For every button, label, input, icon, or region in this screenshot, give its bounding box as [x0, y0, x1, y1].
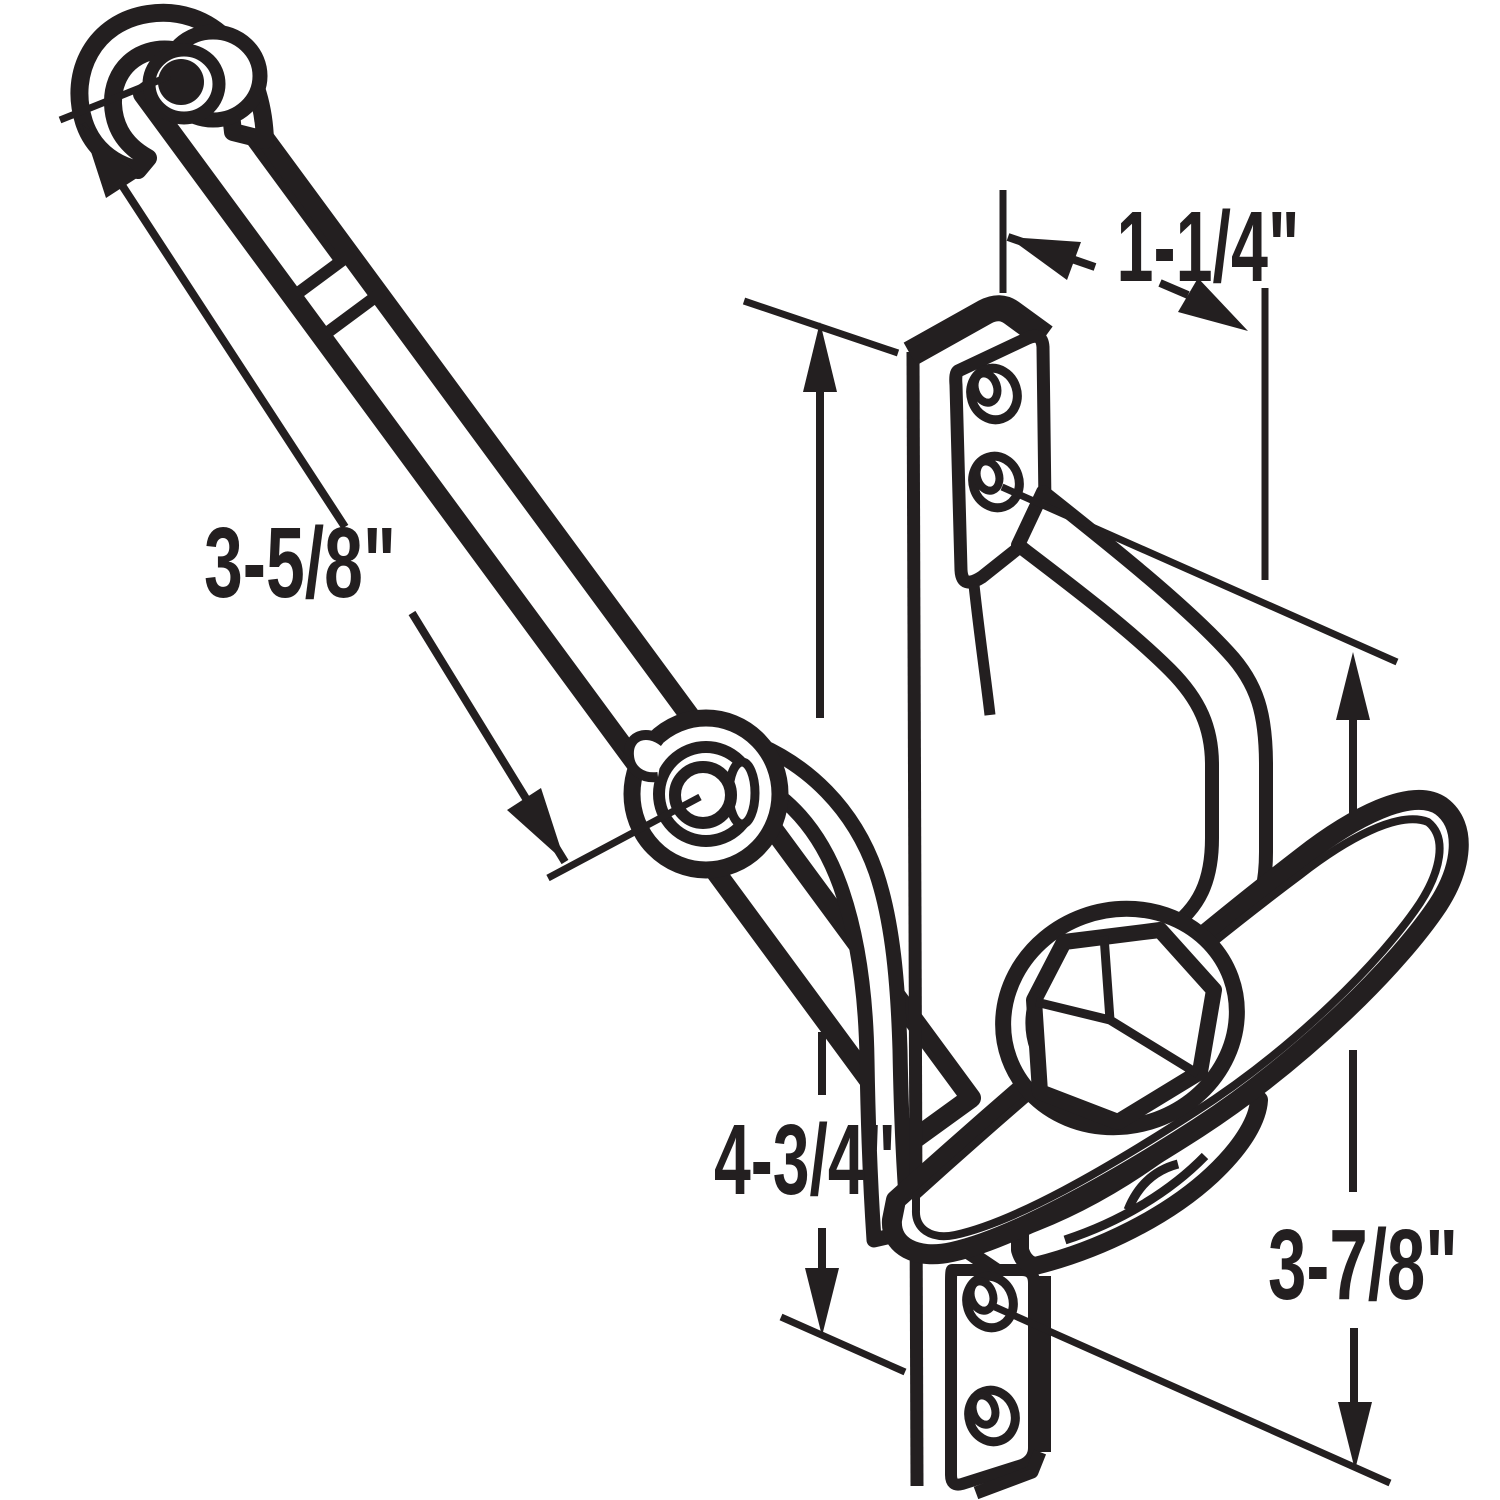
dimension-label-bracket-depth: 1-1/4" [1117, 191, 1300, 303]
arrowhead [507, 788, 565, 862]
arrowhead [1178, 278, 1248, 331]
extension-line [58, 72, 172, 124]
arrowhead [1336, 652, 1370, 720]
dimension-bracket-depth [999, 190, 1269, 580]
dimension-hole-spacing [993, 483, 1399, 1487]
pivot-rivet [623, 709, 789, 879]
retainer-clip [623, 730, 668, 783]
arrowhead [803, 322, 837, 392]
screw-hole-bottom-2 [964, 1385, 1020, 1447]
rivet-head [669, 761, 737, 829]
screw-hole-bottom-1 [962, 1271, 1018, 1333]
extension-line [546, 793, 702, 882]
dimension-label-overall-height: 4-3/4" [714, 1104, 896, 1216]
arrowhead [805, 1268, 839, 1336]
dimension-overall-height [742, 297, 907, 1376]
screw-hole-top-2 [968, 451, 1024, 513]
bracket-offset-arm [1011, 485, 1273, 971]
extension-line [779, 1313, 907, 1376]
dimension-label-arm-length: 3-5/8" [204, 507, 396, 619]
arrowhead [1338, 1402, 1372, 1470]
extension-line [1000, 483, 1399, 666]
mounting-bracket [903, 295, 1273, 1500]
arrowhead [1008, 237, 1081, 280]
screw-hole-top-1 [966, 363, 1022, 425]
hex-nut [1026, 922, 1222, 1130]
dimension-label-hole-spacing: 3-7/8" [1268, 1209, 1458, 1321]
arrowhead [82, 124, 140, 198]
dimension-arm-length [58, 72, 702, 882]
hinge-pin [158, 59, 204, 105]
extension-line [993, 1303, 1392, 1487]
